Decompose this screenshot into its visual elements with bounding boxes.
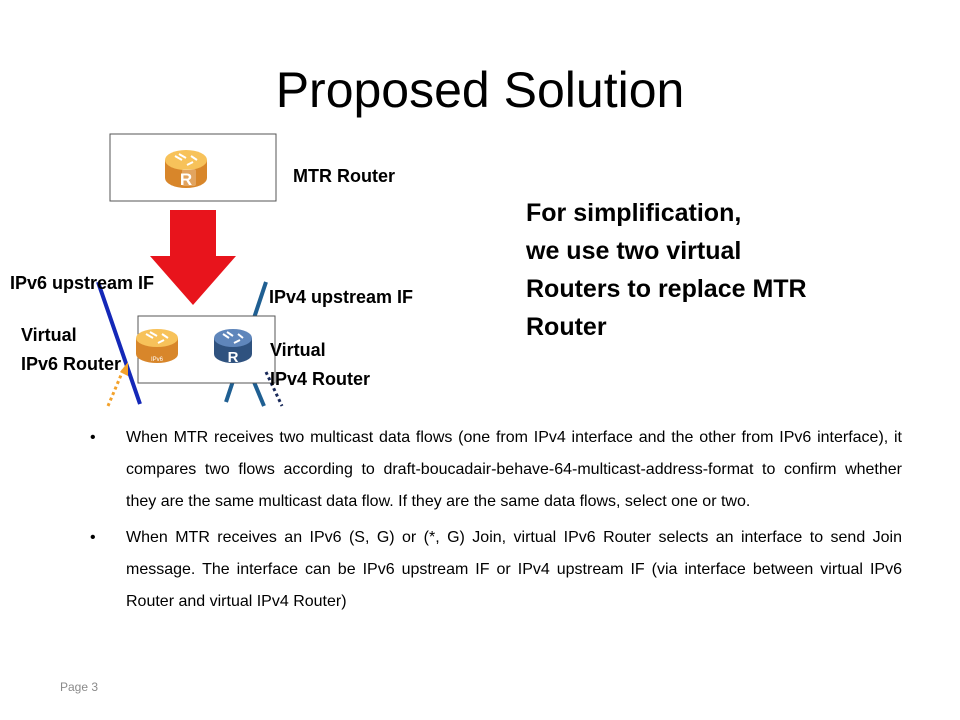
note-line: For simplification,: [526, 199, 742, 227]
ipv6-badge-text: IPv6: [151, 357, 164, 363]
note-line: Routers to replace MTR: [526, 275, 807, 303]
bullet-marker: •: [90, 429, 96, 446]
note-line: Router: [526, 313, 607, 341]
mtr-router-icon: R: [165, 150, 207, 189]
virtual-ipv4-router-icon: R: [214, 329, 252, 366]
virtual-ipv4-label-line1: Virtual: [270, 340, 326, 360]
ipv6-dotted-arrowhead: [120, 362, 128, 376]
ipv6-upstream-label: IPv6 upstream IF: [10, 273, 155, 293]
bullet-text: When MTR receives two multicast data flo…: [126, 429, 902, 510]
virtual-ipv6-label-line2: IPv6 Router: [21, 354, 122, 374]
page-number: Page 3: [60, 680, 99, 694]
ipv6-upstream-line: [96, 281, 142, 405]
ipv4-upstream-label: IPv4 upstream IF: [269, 287, 414, 307]
bullet-text: When MTR receives an IPv6 (S, G) or (*, …: [126, 529, 902, 610]
simplification-note: For simplification, we use two virtual R…: [526, 194, 807, 346]
virtual-ipv4-label-line2: IPv4 Router: [270, 369, 371, 389]
bullet-list: • When MTR receives two multicast data f…: [90, 422, 902, 622]
mtr-router-letter: R: [180, 170, 192, 189]
mtr-router-label: MTR Router: [293, 166, 395, 186]
ipv6-dotted-flow: [106, 367, 126, 407]
ipv4-router-letter: R: [228, 349, 239, 366]
virtual-ipv6-label-line1: Virtual: [21, 325, 77, 345]
bullet-item: • When MTR receives two multicast data f…: [90, 422, 902, 518]
ipv4-dotted-flow: [264, 371, 284, 407]
transition-arrow: [150, 210, 236, 305]
bullet-marker: •: [90, 529, 96, 546]
virtual-ipv6-router-icon: IPv6: [136, 329, 178, 363]
note-line: we use two virtual: [526, 237, 742, 265]
bullet-item: • When MTR receives an IPv6 (S, G) or (*…: [90, 522, 902, 618]
page-title: Proposed Solution: [275, 62, 685, 118]
